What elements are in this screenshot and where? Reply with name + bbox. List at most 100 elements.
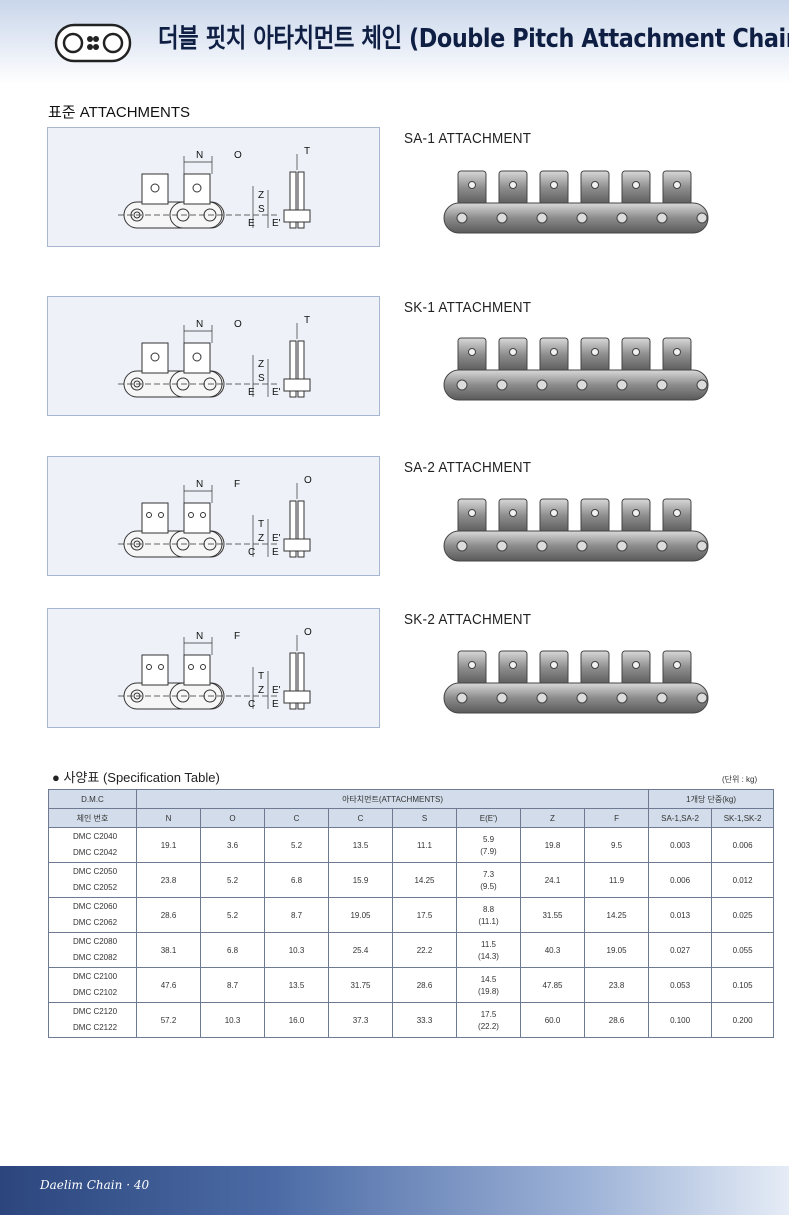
dmc-header: D.M.C: [48, 789, 137, 809]
value-cell: 5.2: [264, 827, 329, 863]
value-cell: 28.6: [392, 967, 457, 1003]
value-cell: 28.6: [583, 1002, 650, 1038]
value-cell: 15.9: [328, 862, 393, 898]
value-cell: 11.9: [583, 862, 650, 898]
dimension-letter: E: [272, 547, 279, 558]
value-cell: 6.8: [200, 932, 265, 968]
value-cell: 0.100: [648, 1002, 713, 1038]
value-cell: 47.6: [136, 967, 201, 1003]
value-cell: 19.8: [520, 827, 585, 863]
e-prime-value: (22.2): [478, 1021, 499, 1031]
value-cell: 0.053: [648, 967, 713, 1003]
e-prime-value: (19.8): [478, 986, 499, 996]
chain-model: DMC C2062: [73, 918, 118, 927]
dimension-letter: E': [272, 387, 281, 398]
column-header: F: [583, 808, 650, 828]
chain-model: DMC C2042: [73, 848, 118, 857]
value-cell: 17.5: [392, 897, 457, 933]
value-cell: 0.055: [711, 932, 775, 968]
dimension-letter: E': [272, 218, 281, 229]
unit-note: (단위 : kg): [722, 775, 758, 784]
value-cell: 23.8: [583, 967, 650, 1003]
chain-photo: [443, 170, 709, 234]
value-cell: 11.5(14.3): [456, 932, 521, 968]
e-value: 17.5: [480, 1009, 497, 1019]
dimension-letter: O: [234, 150, 242, 161]
value-cell: 7.3(9.5): [456, 862, 521, 898]
value-cell: 0.013: [648, 897, 713, 933]
value-cell: 0.003: [648, 827, 713, 863]
dimension-letter: Z: [258, 533, 264, 544]
value-cell: 24.1: [520, 862, 585, 898]
dimension-letter: F: [234, 631, 240, 642]
column-header: 체인 번호: [48, 808, 137, 828]
e-prime-value: (7.9): [480, 846, 497, 856]
value-cell: 11.1: [392, 827, 457, 863]
chain-photo: [443, 498, 709, 562]
header-band: [0, 0, 789, 84]
value-cell: 0.006: [711, 827, 775, 863]
e-value: 5.9: [482, 834, 495, 844]
column-header: SA-1,SA-2: [648, 808, 713, 828]
spec-table: D.M.C 아타치먼트(ATTACHMENTS) 1개당 단중(kg) 체인 번…: [48, 789, 775, 1038]
value-cell: 28.6: [136, 897, 201, 933]
column-header: O: [200, 808, 265, 828]
chain-model: DMC C2122: [73, 1023, 118, 1032]
value-cell: 0.200: [711, 1002, 775, 1038]
value-cell: 5.2: [200, 897, 265, 933]
value-cell: 16.0: [264, 1002, 329, 1038]
chain-model: DMC C2082: [73, 953, 118, 962]
dimension-letter: E: [248, 218, 255, 229]
value-cell: 19.05: [328, 897, 393, 933]
e-value: 11.5: [481, 939, 496, 949]
value-cell: 60.0: [520, 1002, 585, 1038]
value-cell: 25.4: [328, 932, 393, 968]
dimension-letter: E': [272, 685, 281, 696]
dimension-letter: T: [258, 671, 264, 682]
value-cell: 31.75: [328, 967, 393, 1003]
value-cell: 0.027: [648, 932, 713, 968]
footer-text: Daelim Chain · 40: [40, 1178, 150, 1192]
dimension-letter: T: [304, 146, 310, 157]
dimension-letter: Z: [258, 190, 264, 201]
attachment-label: SA-2 ATTACHMENT: [404, 459, 532, 476]
value-cell: 19.05: [583, 932, 650, 968]
weight-header: 1개당 단중(kg): [648, 789, 775, 809]
dimension-letter: O: [234, 319, 242, 330]
e-prime-value: (9.5): [480, 881, 497, 891]
footer-band: Daelim Chain · 40: [0, 1166, 789, 1215]
chain-photo: [443, 650, 709, 714]
column-header: E(E'): [456, 808, 521, 828]
chain-model: DMC C2040: [73, 832, 118, 841]
value-cell: 33.3: [392, 1002, 457, 1038]
dimension-letter: N: [196, 319, 203, 330]
value-cell: 14.25: [392, 862, 457, 898]
column-header: SK-1,SK-2: [711, 808, 775, 828]
value-cell: 13.5: [264, 967, 329, 1003]
value-cell: 31.55: [520, 897, 585, 933]
dimension-letter: T: [258, 519, 264, 530]
value-cell: 0.105: [711, 967, 775, 1003]
value-cell: 5.9 (7.9): [456, 827, 521, 863]
dimension-letter: E': [272, 533, 281, 544]
e-value: 8.8: [482, 904, 495, 914]
dimension-letter: C: [248, 547, 255, 558]
dimension-letter: Z: [258, 359, 264, 370]
column-header: S: [392, 808, 457, 828]
value-cell: 17.5 (22.2): [456, 1002, 521, 1038]
